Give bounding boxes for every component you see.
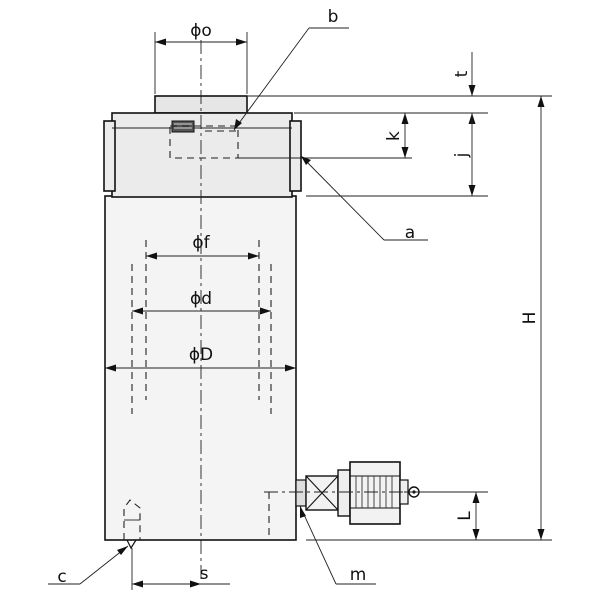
dim-phi-f [146,252,259,260]
leader-a [300,155,428,241]
coupler [295,461,420,525]
dim-j [468,113,476,196]
dim-k [401,113,409,158]
dim-s [131,548,230,590]
label-t: t [452,70,472,77]
cap-lip-left [103,120,116,192]
dim-phi-D [105,364,296,372]
bore-hidden-top [169,125,239,159]
label-a: a [405,223,415,243]
dim-H [537,96,545,540]
label-c: c [57,567,66,587]
label-L: L [455,511,475,521]
gland-cap [111,112,293,198]
label-H: H [520,312,540,325]
label-s: s [200,564,209,584]
leader-m [299,505,376,585]
dim-phi-o [154,32,248,94]
cap-lip-right [289,120,302,192]
label-phi-f: ϕf [192,233,210,253]
label-m: m [350,565,367,585]
dim-phi-d [132,307,271,315]
bottom-tapped-hole [123,499,141,550]
label-k: k [384,131,404,141]
leader-b [233,27,349,131]
leader-c [48,545,129,585]
dim-extension-lines [238,95,552,541]
label-phi-d: ϕd [190,289,212,309]
dim-L [404,491,488,540]
label-b: b [328,7,339,27]
label-phi-D: ϕD [189,345,213,365]
label-phi-o: ϕo [190,21,212,41]
label-j: j [452,153,472,159]
